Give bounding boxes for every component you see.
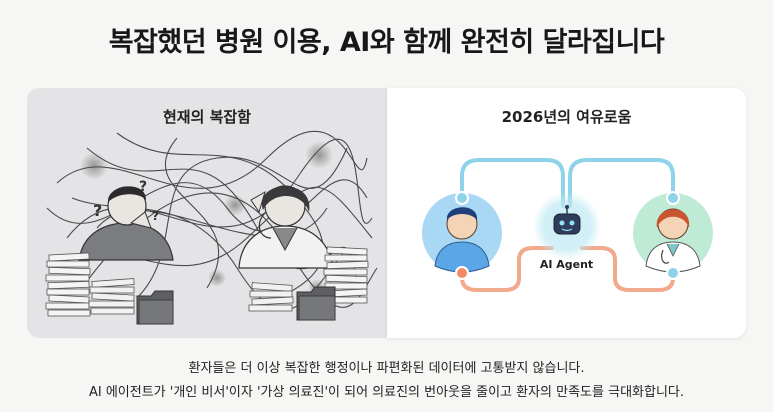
smudge	[305, 141, 333, 169]
connection-node	[455, 266, 469, 280]
connection-node	[666, 266, 680, 280]
question-mark-icon: ?	[93, 201, 102, 220]
connection-node	[455, 191, 469, 205]
orange-connection-line	[580, 246, 675, 292]
paper-stack-icon	[323, 246, 369, 304]
current-complexity-label: 현재의 복잡함	[162, 108, 252, 126]
future-ease-label: 2026년의 여유로움	[501, 108, 632, 126]
future-ease-panel: 2026년의 여유로움	[387, 88, 746, 338]
stressed-doctor-icon	[238, 185, 334, 269]
confused-person-icon	[78, 186, 174, 261]
blue-connection-line	[460, 158, 565, 208]
blue-connection-line	[568, 158, 675, 208]
folder-icon	[296, 286, 336, 321]
connected-illustration	[422, 158, 713, 292]
patient-avatar-icon	[422, 193, 502, 273]
smudge	[208, 269, 226, 287]
caption-line-1: 환자들은 더 이상 복잡한 행정이나 파편화된 데이터에 고통받지 않습니다.	[188, 361, 585, 376]
doctor-avatar-icon	[633, 193, 713, 273]
paper-stack-icon	[45, 252, 91, 317]
smudge	[80, 152, 108, 180]
current-complexity-panel: 현재의 복잡함	[27, 88, 387, 338]
ai-agent-label: AI Agent	[539, 258, 594, 271]
ai-robot-icon	[553, 205, 581, 235]
orange-connection-line	[460, 246, 554, 292]
question-mark-icon: ?	[139, 179, 147, 195]
folder-icon	[136, 290, 174, 325]
caption-line-2: AI 에이전트가 '개인 비서'이자 '가상 의료진'이 되어 의료진의 번아웃…	[88, 385, 685, 400]
connection-node	[666, 191, 680, 205]
paper-stack-icon	[248, 282, 294, 312]
paper-stack-icon	[88, 278, 135, 315]
question-mark-icon: ?	[152, 209, 159, 223]
page-title: 복잡했던 병원 이용, AI와 함께 완전히 달라집니다	[108, 27, 665, 58]
tangled-illustration: ? ? ?	[45, 130, 378, 325]
